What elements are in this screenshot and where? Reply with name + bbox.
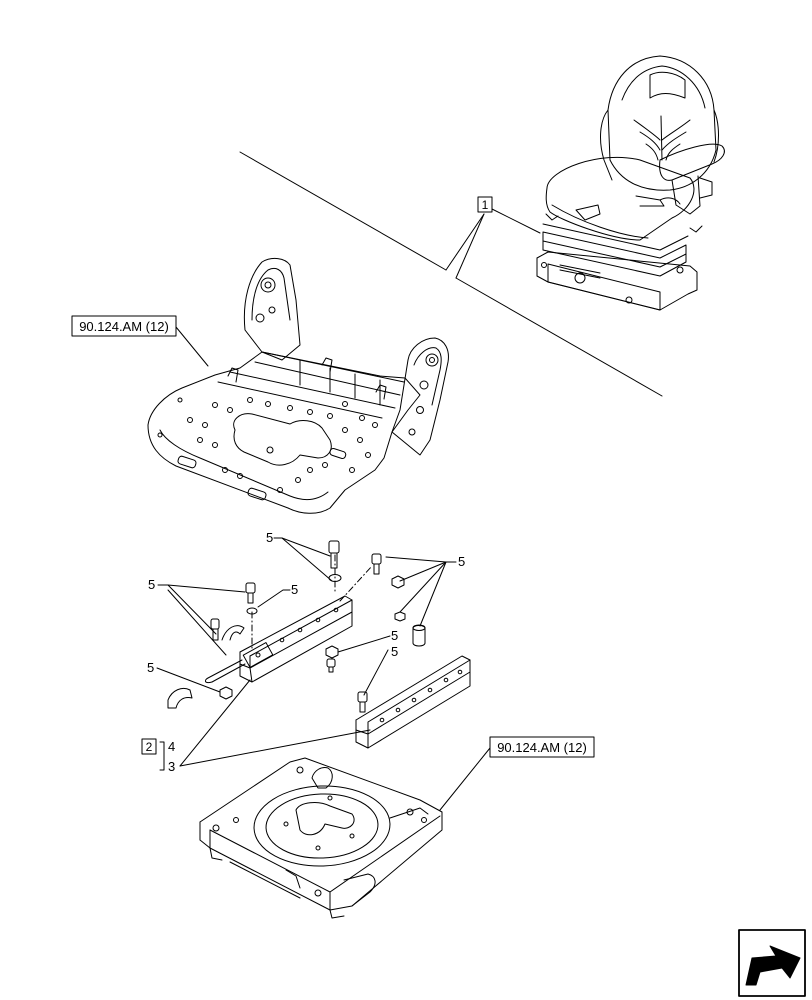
callout-item-5-a: 5 <box>266 530 273 545</box>
callout-item-5-g: 5 <box>147 660 154 675</box>
callout-item-1: 1 <box>477 196 493 213</box>
callout-item-5-b: 5 <box>148 577 155 592</box>
svg-text:2: 2 <box>146 740 153 754</box>
reference-label-upper[interactable]: 90.124.AM (12) <box>71 315 177 337</box>
callout-item-2: 2 <box>141 738 157 755</box>
callout-item-3: 3 <box>168 759 175 774</box>
leader-lines <box>156 151 663 811</box>
svg-text:90.124.AM (12): 90.124.AM (12) <box>497 740 587 755</box>
callout-item-5-c: 5 <box>291 582 298 597</box>
callout-item-5-d: 5 <box>458 554 465 569</box>
slide-rail-right <box>355 655 471 749</box>
seat-assembly <box>536 55 725 311</box>
callout-item-5-f: 5 <box>391 644 398 659</box>
callout-item-5-e: 5 <box>391 628 398 643</box>
next-page-arrow-icon[interactable] <box>738 929 806 997</box>
reference-label-lower[interactable]: 90.124.AM (12) <box>489 736 595 758</box>
svg-text:1: 1 <box>482 198 489 212</box>
fasteners <box>167 540 426 713</box>
swivel-base <box>199 757 443 919</box>
callout-item-4: 4 <box>168 739 175 754</box>
seat-frame <box>147 257 449 514</box>
slide-rail-left <box>204 595 353 683</box>
svg-text:90.124.AM (12): 90.124.AM (12) <box>79 319 169 334</box>
